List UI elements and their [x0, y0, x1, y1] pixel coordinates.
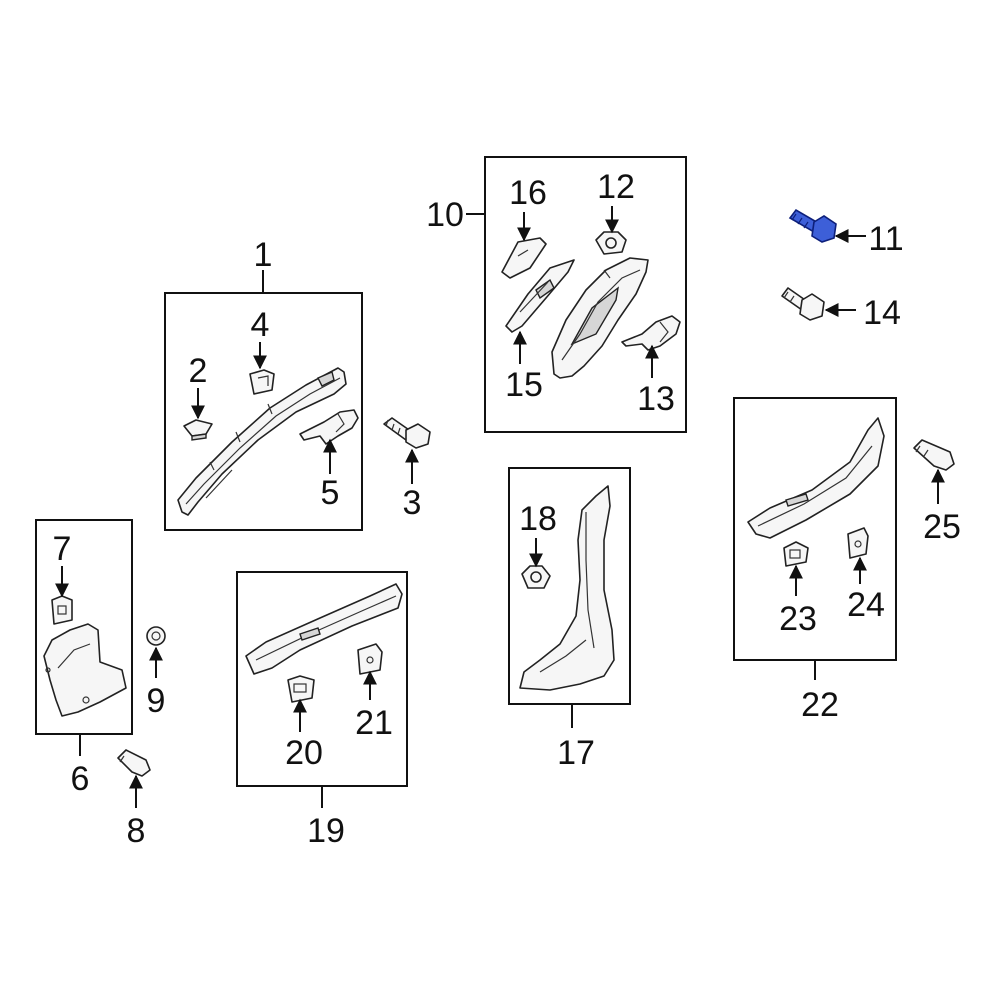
- callout-2[interactable]: 2: [189, 352, 208, 390]
- part-10-pillar-trim[interactable]: [551, 257, 649, 379]
- part-13-cover[interactable]: [621, 315, 681, 351]
- part-19-scuff-plate[interactable]: [245, 583, 403, 675]
- callout-22[interactable]: 22: [801, 686, 839, 724]
- part-11-bolt-highlighted[interactable]: [788, 208, 837, 243]
- group-box-17: [508, 467, 631, 705]
- callout-8[interactable]: 8: [127, 812, 146, 850]
- callout-19[interactable]: 19: [307, 812, 345, 850]
- part-24-clip[interactable]: [847, 527, 869, 559]
- callout-13[interactable]: 13: [637, 380, 675, 418]
- part-18-nut[interactable]: [521, 565, 551, 589]
- callout-3[interactable]: 3: [403, 484, 422, 522]
- callout-labels: 1 2 4 5 3 10 16 12 15 13 11 14 25 7 6 9 …: [53, 168, 961, 850]
- part-4-clip[interactable]: [249, 369, 275, 395]
- callout-10[interactable]: 10: [426, 196, 464, 234]
- part-22-scuff-plate[interactable]: [747, 417, 885, 539]
- part-20-clip[interactable]: [287, 675, 315, 703]
- part-17-b-pillar-trim[interactable]: [519, 485, 615, 691]
- part-6-trim[interactable]: [43, 623, 127, 717]
- group-box-6: [35, 519, 133, 735]
- callout-18[interactable]: 18: [519, 500, 557, 538]
- part-25-clip[interactable]: [913, 439, 955, 471]
- part-8-clip[interactable]: [117, 749, 151, 777]
- callout-25[interactable]: 25: [923, 508, 961, 546]
- part-9-grommet[interactable]: [146, 626, 166, 646]
- group-box-10: [484, 156, 687, 433]
- part-23-clip[interactable]: [783, 541, 809, 567]
- callout-7[interactable]: 7: [53, 530, 72, 568]
- part-16-clip[interactable]: [501, 237, 547, 279]
- callout-23[interactable]: 23: [779, 600, 817, 638]
- callout-1[interactable]: 1: [254, 236, 273, 274]
- callout-6[interactable]: 6: [71, 760, 90, 798]
- leader-arrows: [55, 206, 945, 808]
- part-15-trim[interactable]: [505, 259, 575, 333]
- callout-21[interactable]: 21: [355, 704, 393, 742]
- callout-11[interactable]: 11: [868, 220, 903, 258]
- callout-15[interactable]: 15: [505, 366, 543, 404]
- leader-lines: [79, 213, 816, 808]
- part-3-screw[interactable]: [383, 417, 431, 449]
- callout-5[interactable]: 5: [321, 474, 340, 512]
- callout-12[interactable]: 12: [597, 168, 635, 206]
- callout-9[interactable]: 9: [147, 682, 166, 720]
- part-14-bolt[interactable]: [781, 287, 825, 321]
- part-7-clip[interactable]: [51, 595, 73, 625]
- callout-4[interactable]: 4: [251, 306, 270, 344]
- callout-17[interactable]: 17: [557, 734, 595, 772]
- part-21-clip[interactable]: [357, 643, 383, 675]
- part-12-nut[interactable]: [595, 231, 627, 255]
- callout-20[interactable]: 20: [285, 734, 323, 772]
- callout-24[interactable]: 24: [847, 586, 885, 624]
- callout-16[interactable]: 16: [509, 174, 547, 212]
- part-5-cover[interactable]: [299, 409, 359, 445]
- callout-14[interactable]: 14: [863, 294, 901, 332]
- part-1-trim[interactable]: [177, 367, 347, 516]
- part-2-clip[interactable]: [183, 419, 213, 441]
